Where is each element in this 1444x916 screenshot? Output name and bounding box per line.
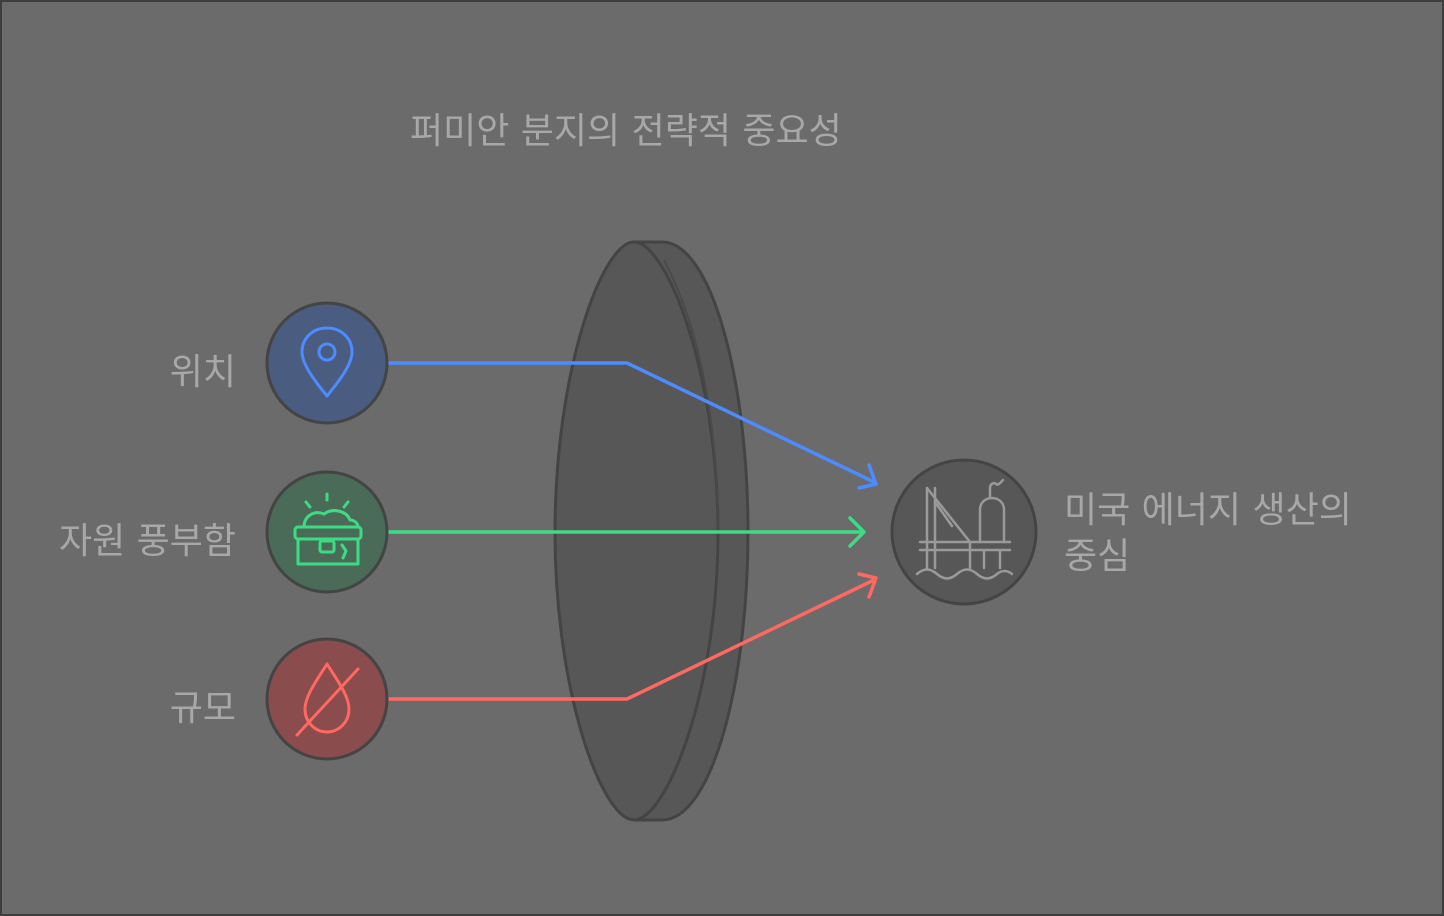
diagram-title: 퍼미안 분지의 전략적 중요성 <box>410 111 842 152</box>
treasure-chest-icon <box>293 492 363 566</box>
output-label-line1: 미국 에너지 생산의 <box>1064 490 1352 531</box>
node-output <box>890 458 1038 606</box>
arrow-scale <box>388 572 878 701</box>
label-resources: 자원 풍부함 <box>58 521 236 562</box>
node-resources <box>265 470 389 594</box>
node-scale <box>265 637 389 761</box>
output-label-line2: 중심 <box>1064 536 1131 577</box>
label-location: 위치 <box>169 352 236 393</box>
node-location <box>265 301 389 425</box>
output-label: 미국 에너지 생산의 중심 <box>1064 488 1352 580</box>
oil-platform-icon <box>915 478 1014 580</box>
no-drop-icon <box>295 662 360 737</box>
arrow-location <box>388 361 878 490</box>
arrow-resources <box>388 516 866 548</box>
label-scale: 규모 <box>169 688 236 729</box>
location-pin-icon <box>300 326 354 398</box>
